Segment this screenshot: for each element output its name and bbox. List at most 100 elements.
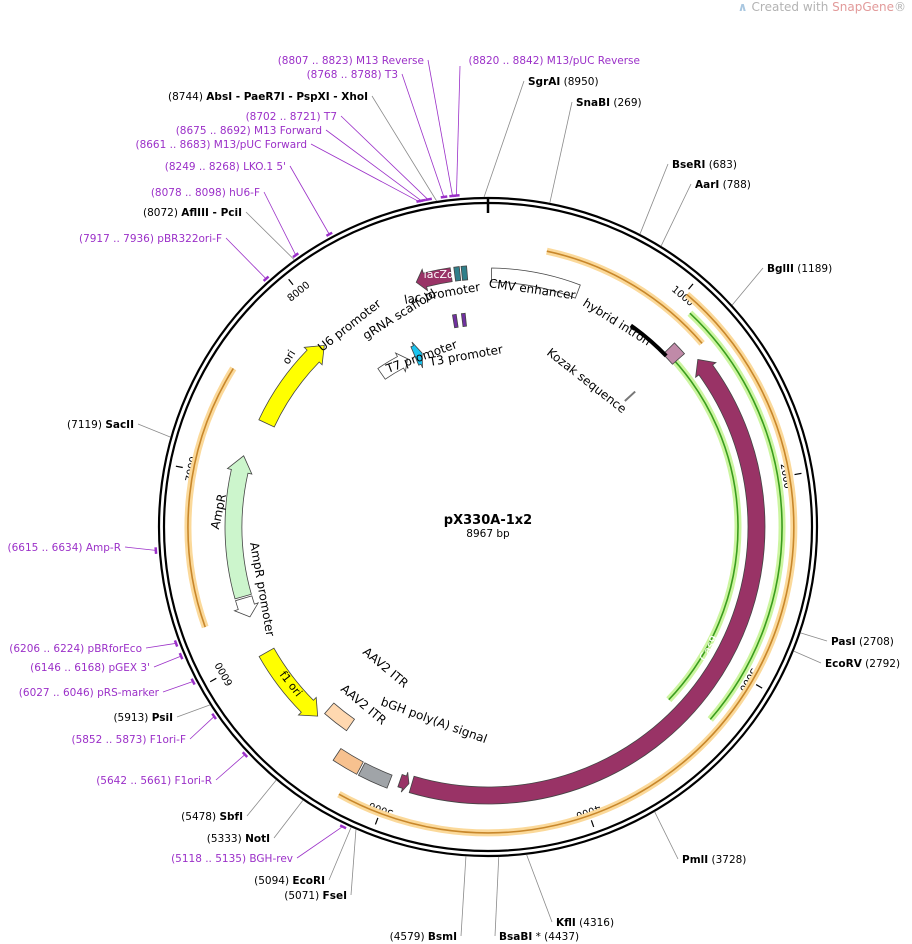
orf-arc-outer-glow <box>337 291 798 837</box>
tick-mark <box>688 283 694 290</box>
enzyme-site-bglii: BglII (1189) <box>767 263 832 275</box>
primer-leader <box>310 143 421 203</box>
ampr-promoter-arrow <box>233 595 260 618</box>
primer-leader <box>340 115 430 201</box>
enzyme-name: BsmI <box>428 931 457 943</box>
primer-hu6f: (8078 .. 8098) hU6-F <box>151 187 260 199</box>
enzyme-leader <box>654 811 679 860</box>
tick-label: 8000 <box>286 280 313 305</box>
cas9-arc-inner <box>665 350 739 701</box>
primer-bghrev: (5118 .. 5135) BGH-rev <box>171 853 293 865</box>
enzyme-site-bsabi: BsaBI * (4437) <box>499 931 579 943</box>
tick-mark <box>374 817 379 825</box>
primer-m13fwd: (8675 .. 8692) M13 Forward <box>176 125 322 137</box>
primer-leader <box>401 73 445 199</box>
watermark-prefix: Created with <box>751 0 833 14</box>
primer-t7: (8702 .. 8721) T7 <box>246 111 337 123</box>
enzyme-position: (5071) <box>284 890 322 902</box>
label-ampr-promoter: AmpR promoter <box>247 541 277 637</box>
primer-leader <box>296 825 344 859</box>
enzyme-position: (788) <box>719 179 751 191</box>
enzyme-name: BseRI <box>672 159 705 171</box>
enzyme-leader <box>371 95 437 202</box>
enzyme-site-absi: (8744) AbsI - PaeR7I - PspXI - XhoI <box>168 91 368 103</box>
aav2-itr-a-box <box>324 702 356 732</box>
primer-leader <box>162 680 195 693</box>
tick-mark <box>209 677 217 683</box>
t3-promoter-mark <box>460 312 467 327</box>
enzyme-leader <box>328 827 352 881</box>
primer-m13rev: (8807 .. 8823) M13 Reverse <box>278 55 424 67</box>
enzyme-position: (3728) <box>708 854 746 866</box>
enzyme-position: (7119) <box>67 419 105 431</box>
enzyme-name: EcoRI <box>292 875 325 887</box>
primer-t3: (8768 .. 8788) T3 <box>307 69 398 81</box>
primer-leader <box>263 191 297 257</box>
enzyme-position: (683) <box>705 159 737 171</box>
enzyme-site-bsmi: (4579) BsmI <box>390 931 457 943</box>
enzyme-leader <box>137 423 171 438</box>
enzyme-leader <box>483 80 525 198</box>
tick-mark <box>288 278 294 286</box>
enzyme-site-sbfi: (5478) SbfI <box>181 811 243 823</box>
enzyme-position: (5333) <box>207 833 245 845</box>
primer-site-mark <box>339 824 347 830</box>
primer-f1orif: (5852 .. 5873) F1ori-F <box>71 734 186 746</box>
enzyme-site-sgrai: SgrAI (8950) <box>528 76 599 88</box>
ampr-arrow <box>224 455 253 600</box>
enzyme-leader <box>549 101 573 203</box>
enzyme-leader <box>526 854 553 923</box>
hybrid-intron-bar <box>629 323 668 358</box>
primer-leader <box>215 753 246 781</box>
orf-arc-layer <box>184 247 798 837</box>
enzyme-name: KflI <box>556 917 576 929</box>
orf-arc-left <box>187 367 234 628</box>
orf-arc-top <box>546 250 703 344</box>
bgh-polya-box <box>357 762 393 789</box>
primer-leader <box>325 129 423 202</box>
enzyme-name: PsiI <box>152 712 173 724</box>
primer-leader <box>225 237 268 280</box>
cas9-arc-outer <box>689 312 783 720</box>
tick-mark <box>175 465 183 469</box>
label-lacz: lacZα <box>424 268 455 281</box>
label-ori: ori <box>280 348 299 367</box>
primer-f1orir: (5642 .. 5661) F1ori-R <box>96 775 212 787</box>
f1-ori-arrow <box>258 647 319 717</box>
enzyme-site-pmli: PmlI (3728) <box>682 854 746 866</box>
enzyme-position: (8950) <box>560 76 598 88</box>
enzyme-position: (5913) <box>113 712 151 724</box>
enzyme-leader <box>731 267 764 306</box>
primer-leader <box>189 715 216 740</box>
grna-scaffold-arrow <box>410 341 423 369</box>
enzyme-position: (2708) <box>856 636 894 648</box>
enzyme-name: BglII <box>767 263 794 275</box>
enzyme-position: (1189) <box>794 263 832 275</box>
leader-layer <box>124 59 828 937</box>
enzyme-site-snabi: SnaBI (269) <box>576 97 642 109</box>
lacz-arrow <box>415 267 453 292</box>
enzyme-name: FseI <box>323 890 347 902</box>
enzyme-leader <box>245 211 295 261</box>
primer-pbr322: (7917 .. 7936) pBR322ori-F <box>79 233 222 245</box>
primer-leader <box>124 546 157 551</box>
tick-mark <box>755 684 763 689</box>
lac-box-2 <box>460 265 469 281</box>
enzyme-name: PmlI <box>682 854 708 866</box>
enzyme-site-psii: (5913) PsiI <box>113 712 173 724</box>
label-bgh-polya: bGH poly(A) signal <box>379 695 489 746</box>
label-lac-promoter: lac promoter <box>403 280 481 307</box>
watermark-brand: SnapGene <box>832 0 894 14</box>
primer-m13pucrev: (8820 .. 8842) M13/pUC Reverse <box>468 55 640 67</box>
primer-m13pucfwd: (8661 .. 8683) M13/pUC Forward <box>135 139 307 151</box>
primer-site-mark <box>425 197 433 202</box>
site-label-layer: SgrAI (8950)SnaBI (269)BseRI (683)AarI (… <box>8 55 901 943</box>
plasmid-name: pX330A-1x2 <box>444 513 532 528</box>
enzyme-site-fsei: (5071) FseI <box>284 890 347 902</box>
backbone <box>157 196 819 858</box>
enzyme-leader <box>793 650 822 664</box>
enzyme-site-ecorv: EcoRV (2792) <box>825 658 900 670</box>
tick-mark <box>794 472 802 476</box>
enzyme-name: EcoRV <box>825 658 863 670</box>
snapgene-logo-icon: ∧ <box>737 0 748 14</box>
